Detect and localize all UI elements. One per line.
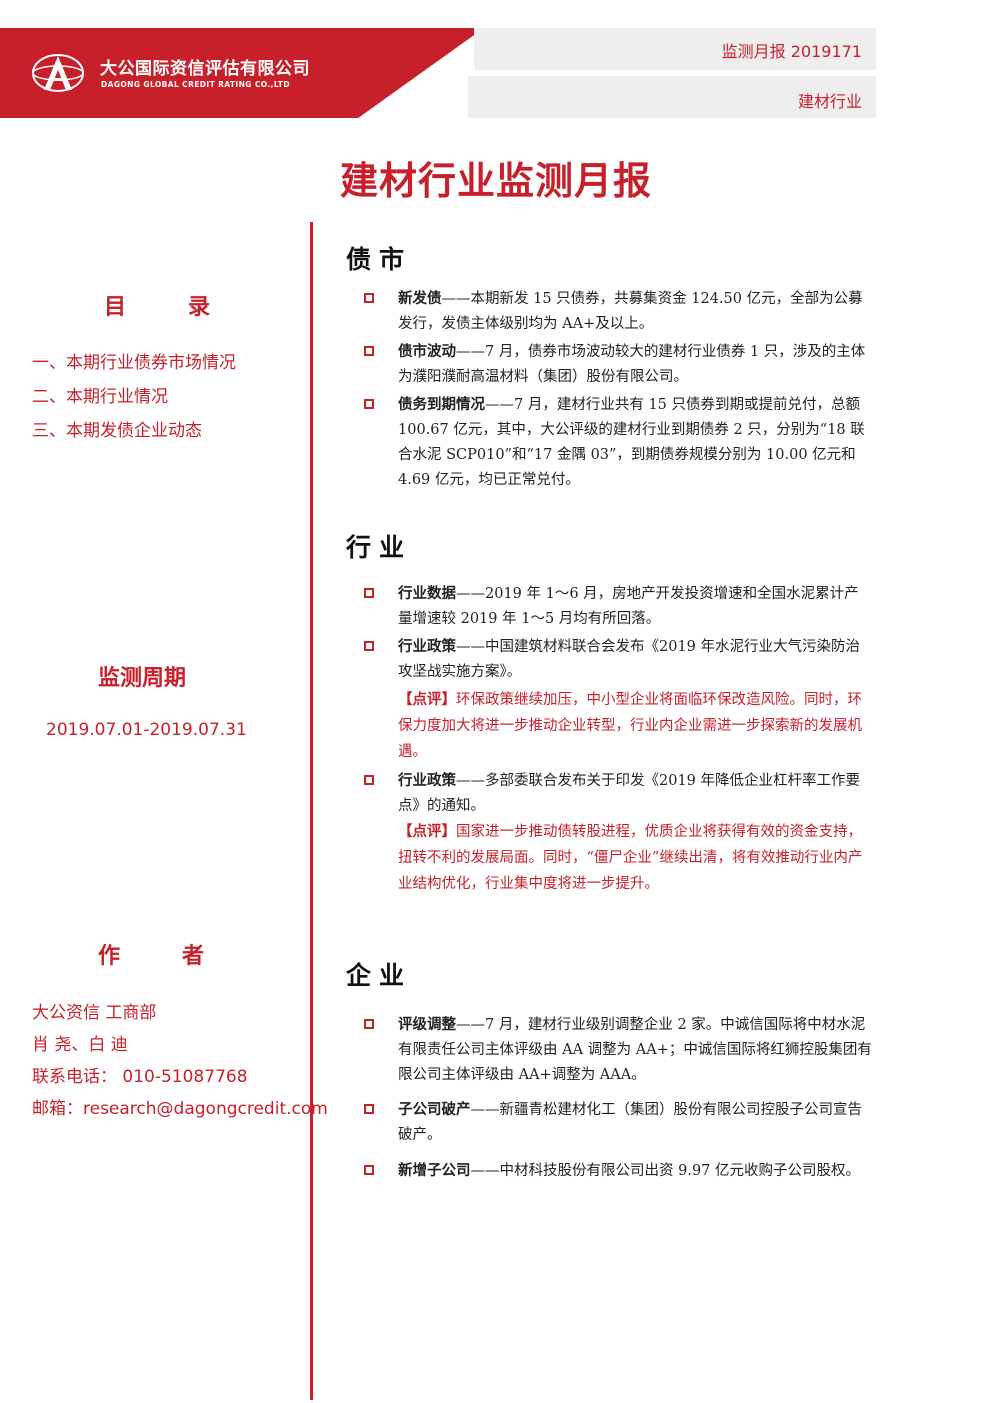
bullet-icon bbox=[364, 775, 374, 785]
header-code-band bbox=[474, 28, 876, 70]
company-item-2: 子公司破产——新疆青松建材化工（集团）股份有限公司控股子公司宣告破产。 bbox=[398, 1102, 862, 1143]
period-title: 监测周期 bbox=[98, 666, 187, 691]
industry-label: 建材行业 bbox=[797, 92, 862, 111]
industry-item-1: 行业数据——2019 年 1～6 月，房地产开发投资增速和全国水泥累计产量增速较… bbox=[398, 586, 859, 627]
bullet-icon bbox=[364, 588, 374, 598]
industry-comment-1: 【点评】环保政策继续加压，中小型企业将面临环保改造风险。同时，环保力度加大将进一… bbox=[398, 691, 862, 760]
section-bond-title: 债市 bbox=[346, 245, 413, 274]
author-names: 肖 尧、白 迪 bbox=[32, 1035, 128, 1055]
toc-title: 目 录 bbox=[104, 295, 231, 320]
bullet-icon bbox=[364, 1104, 374, 1114]
bullet-icon bbox=[364, 1019, 374, 1029]
author-phone: 联系电话： 010-51087768 bbox=[32, 1067, 248, 1087]
bullet-icon bbox=[364, 399, 374, 409]
table-of-contents: 一、本期行业债券市场情况 二、本期行业情况 三、本期发债企业动态 bbox=[32, 350, 236, 452]
page-title: 建材行业监测月报 bbox=[339, 158, 652, 203]
company-item-3: 新增子公司——中材科技股份有限公司出资 9.97 亿元收购子公司股权。 bbox=[398, 1163, 861, 1179]
section-industry-title: 行业 bbox=[346, 533, 413, 562]
company-item-1: 评级调整——7 月，建材行业级别调整企业 2 家。中诚信国际将中材水泥有限责任公… bbox=[398, 1017, 872, 1083]
industry-item-3: 行业政策——多部委联合发布关于印发《2019 年降低企业杠杆率工作要点》的通知。 bbox=[398, 773, 861, 814]
bullet-icon bbox=[364, 1165, 374, 1175]
report-code: 监测月报 2019171 bbox=[721, 42, 862, 61]
toc-item-2[interactable]: 二、本期行业情况 bbox=[32, 387, 168, 407]
author-email[interactable]: 邮箱：research@dagongcredit.com bbox=[32, 1099, 328, 1119]
author-info: 大公资信 工商部 肖 尧、白 迪 联系电话： 010-51087768 邮箱：r… bbox=[32, 1000, 328, 1128]
company-name-en: DAGONG GLOBAL CREDIT RATING CO.,LTD bbox=[101, 80, 290, 89]
toc-item-1[interactable]: 一、本期行业债券市场情况 bbox=[32, 353, 236, 373]
author-title: 作 者 bbox=[98, 944, 225, 969]
header-industry-band bbox=[468, 76, 876, 118]
period-value: 2019.07.01-2019.07.31 bbox=[46, 720, 247, 740]
industry-comment-2: 【点评】国家进一步推动债转股进程，优质企业将获得有效的资金支持，扭转不利的发展局… bbox=[398, 823, 863, 892]
company-name-cn: 大公国际资信评估有限公司 bbox=[100, 59, 310, 79]
bond-item-2: 债市波动——7 月，债券市场波动较大的建材行业债券 1 只，涉及的主体为濮阳濮耐… bbox=[398, 344, 866, 385]
industry-item-2: 行业政策——中国建筑材料联合会发布《2019 年水泥行业大气污染防治攻坚战实施方… bbox=[398, 639, 861, 680]
bullet-icon bbox=[364, 293, 374, 303]
bond-item-1: 新发债——本期新发 15 只债券，共募集资金 124.50 亿元，全部为公募发行… bbox=[398, 291, 863, 332]
company-logo-icon bbox=[32, 54, 84, 92]
column-divider bbox=[310, 222, 313, 1400]
author-dept: 大公资信 工商部 bbox=[32, 1003, 157, 1023]
section-company-title: 企业 bbox=[346, 961, 413, 990]
bullet-icon bbox=[364, 346, 374, 356]
bond-item-3: 债务到期情况——7 月，建材行业共有 15 只债券到期或提前兑付，总额 100.… bbox=[398, 397, 865, 488]
toc-item-3[interactable]: 三、本期发债企业动态 bbox=[32, 421, 202, 441]
bullet-icon bbox=[364, 641, 374, 651]
